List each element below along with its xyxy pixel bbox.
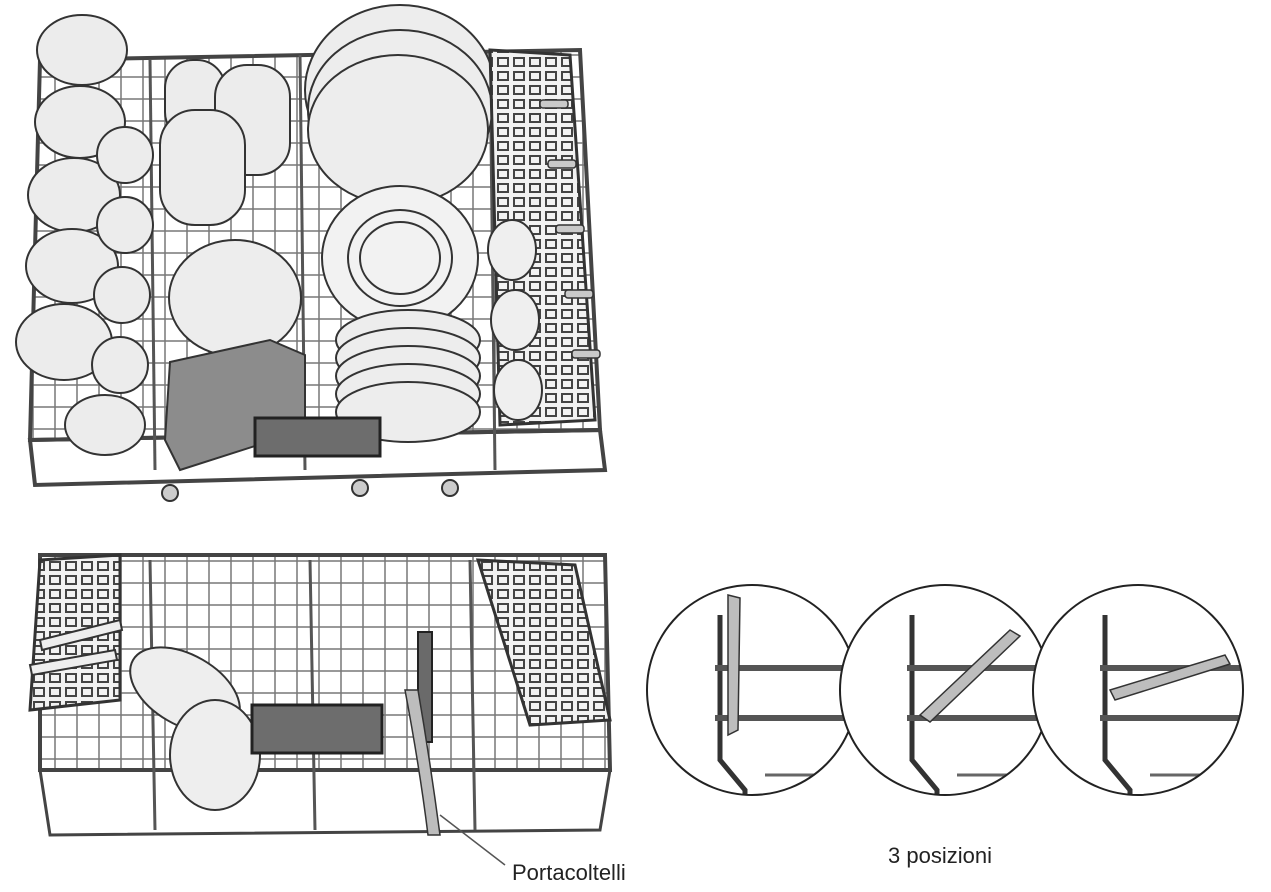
knife-holder-leader — [439, 814, 506, 866]
tine-angled — [918, 629, 1022, 723]
lower-rack-handle — [250, 703, 384, 755]
glasses — [159, 59, 291, 226]
tine-flat — [1108, 654, 1232, 701]
detail-circle-3 — [1032, 584, 1244, 796]
knife-holder — [404, 631, 441, 836]
cups — [15, 14, 154, 456]
bowl — [168, 239, 302, 357]
upper-rack-handle — [253, 416, 382, 458]
saucer — [321, 185, 479, 331]
plates-large — [304, 4, 496, 206]
right-tine-rack — [475, 558, 612, 727]
positions-label: 3 posizioni — [888, 843, 992, 868]
serving-utensils — [28, 618, 261, 811]
lower-rack — [28, 553, 613, 866]
knife-holder-label: Portacoltelli — [512, 860, 626, 885]
detail-views — [646, 584, 1244, 796]
plates-small — [335, 309, 481, 443]
tine-upright — [727, 594, 741, 737]
upper-rack — [15, 4, 608, 502]
